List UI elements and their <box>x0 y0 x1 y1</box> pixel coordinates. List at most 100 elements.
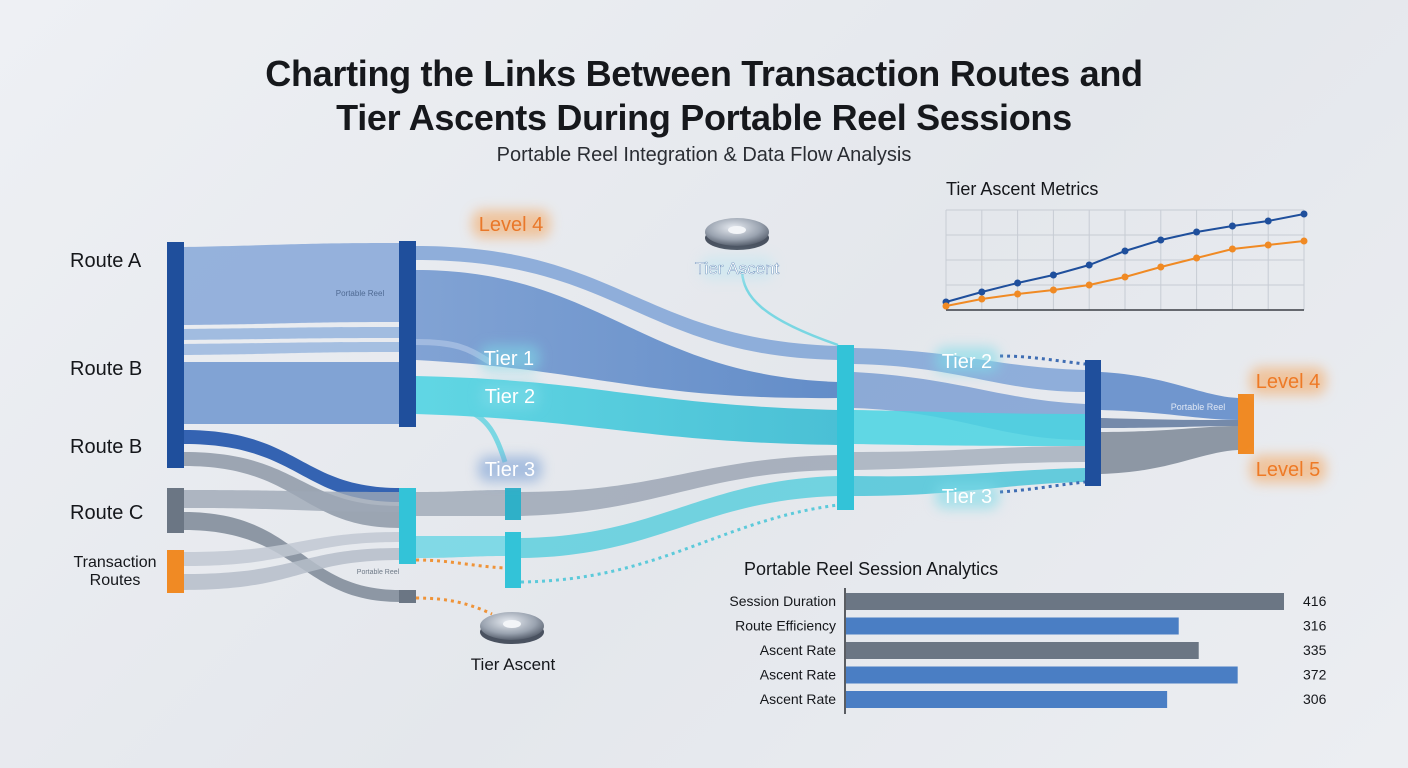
flow-bands-left <box>184 243 400 602</box>
portable-reel-label-1: Portable Reel <box>336 289 385 298</box>
flow-route-a-thin-2 <box>184 342 400 355</box>
analytics-category-label: Ascent Rate <box>760 667 836 683</box>
label-level-4-top: Level 4 <box>479 214 544 236</box>
glow-labels: Level 4 Tier 1 Tier 2 Tier 3 Tier 2 Tier… <box>472 210 1326 509</box>
metrics-point-2 <box>1300 237 1308 245</box>
flow-col2-to-tier3b-node <box>416 536 505 558</box>
analytics-bar <box>846 691 1168 708</box>
analytics-value-label: 372 <box>1303 667 1327 683</box>
metrics-point-1 <box>1157 236 1165 244</box>
node-transaction-routes <box>167 550 184 593</box>
analytics-category-label: Session Duration <box>729 593 836 609</box>
flow-tier3-dotted <box>520 503 839 584</box>
analytics-category-label: Route Efficiency <box>735 618 836 634</box>
analytics-bar <box>846 642 1199 659</box>
session-analytics-chart: Portable Reel Session Analytics Session … <box>729 559 1327 714</box>
page-subtitle: Portable Reel Integration & Data Flow An… <box>496 144 912 166</box>
flow-tx-to-col2-a <box>184 532 400 566</box>
analytics-value-label: 416 <box>1303 593 1327 609</box>
reel-bottom: Tier Ascent <box>471 612 555 674</box>
analytics-value-label: 335 <box>1303 642 1327 658</box>
reel-top: Tier Ascent <box>695 218 839 347</box>
source-labels: Route A Route B Route B Route C Transact… <box>70 250 157 589</box>
analytics-bar <box>846 666 1238 684</box>
flow-route-c-to-col2 <box>184 490 400 512</box>
label-tier-2-mid: Tier 2 <box>485 386 535 408</box>
node-col2-mid <box>399 488 416 564</box>
analytics-category-label: Ascent Rate <box>760 642 836 658</box>
flow-tier3-link <box>468 409 508 463</box>
analytics-category-label: Ascent Rate <box>760 691 836 707</box>
title-line-2: Tier Ascents During Portable Reel Sessio… <box>336 97 1072 138</box>
label-route-a: Route A <box>70 250 142 272</box>
metrics-grid <box>945 209 1305 311</box>
label-level-4-right: Level 4 <box>1256 371 1321 393</box>
node-col2-top <box>399 241 416 427</box>
flow-route-b-dark-cross <box>184 430 400 502</box>
metrics-point-2 <box>1193 254 1201 262</box>
analytics-chart-title: Portable Reel Session Analytics <box>744 559 998 579</box>
metrics-point-1 <box>1085 261 1093 269</box>
node-tier3-a <box>505 488 521 520</box>
flow-route-a-to-col2 <box>184 243 400 325</box>
analytics-value-label: 316 <box>1303 618 1327 634</box>
flow-route-a-thin-1 <box>184 327 400 340</box>
node-route-c <box>167 488 184 533</box>
metrics-point-1 <box>1014 279 1022 287</box>
metrics-point-2 <box>978 295 986 303</box>
flow-tx-to-col2-b <box>184 548 400 590</box>
flow-tier2-dotted <box>999 354 1086 366</box>
flow-col3-to-col4-cyan-low <box>854 468 1085 496</box>
metrics-point-1 <box>1193 228 1201 236</box>
tier-ascent-metrics-chart: Tier Ascent Metrics <box>942 179 1308 311</box>
analytics-value-label: 306 <box>1303 691 1327 707</box>
flow-col3-to-col4-slate <box>854 446 1085 470</box>
metrics-point-1 <box>1049 271 1057 279</box>
metrics-series <box>942 210 1308 310</box>
metrics-point-2 <box>1085 281 1093 289</box>
flow-bands-right <box>854 348 1238 496</box>
analytics-bar <box>846 617 1179 635</box>
flow-tier3-to-col3-cyan <box>521 476 838 558</box>
flow-tier3-dotted-right <box>999 480 1086 494</box>
metrics-point-1 <box>1228 222 1236 230</box>
flow-col4-to-level4 <box>1101 372 1238 420</box>
label-tier-3-right: Tier 3 <box>942 486 992 508</box>
metrics-point-2 <box>1228 245 1236 253</box>
metrics-point-1 <box>1300 210 1308 218</box>
label-transaction-routes-1: Transaction <box>74 554 157 571</box>
flow-route-c-down <box>184 512 400 602</box>
flow-col3-to-col4-cyan <box>854 410 1085 446</box>
page-title: Charting the Links Between Transaction R… <box>0 52 1408 140</box>
metrics-point-2 <box>1121 273 1129 281</box>
label-tier-3-mid: Tier 3 <box>485 459 535 481</box>
metrics-point-2 <box>1157 263 1165 271</box>
flow-col4-to-level5 <box>1101 426 1238 474</box>
flow-col4-to-level4-b <box>1101 418 1238 428</box>
flow-orange-dotted-2 <box>415 596 493 616</box>
flow-col2-top-to-col3 <box>416 246 838 360</box>
label-tier-2-right: Tier 2 <box>942 351 992 373</box>
reel-top-label: Tier Ascent <box>695 259 780 278</box>
sankey-nodes <box>167 241 1254 603</box>
node-col3 <box>837 345 854 510</box>
metrics-point-1 <box>978 288 986 296</box>
label-tier-1: Tier 1 <box>484 348 534 370</box>
metrics-point-1 <box>1264 217 1272 225</box>
node-tier3-b <box>505 532 521 588</box>
analytics-bar <box>846 593 1284 610</box>
metrics-point-1 <box>1121 247 1129 255</box>
node-route-a-b <box>167 242 184 468</box>
label-route-b-2: Route B <box>70 436 142 458</box>
metrics-point-2 <box>942 302 950 310</box>
portable-reel-label-2: Portable Reel <box>357 569 400 576</box>
flow-tier3-to-col3-slate <box>521 455 838 516</box>
node-level <box>1238 394 1254 454</box>
metrics-point-2 <box>1049 286 1057 294</box>
metrics-chart-title: Tier Ascent Metrics <box>946 179 1098 199</box>
flow-route-b-to-col2 <box>184 362 400 424</box>
portable-reel-label-3: Portable Reel <box>1171 402 1226 412</box>
title-line-1: Charting the Links Between Transaction R… <box>265 53 1143 94</box>
